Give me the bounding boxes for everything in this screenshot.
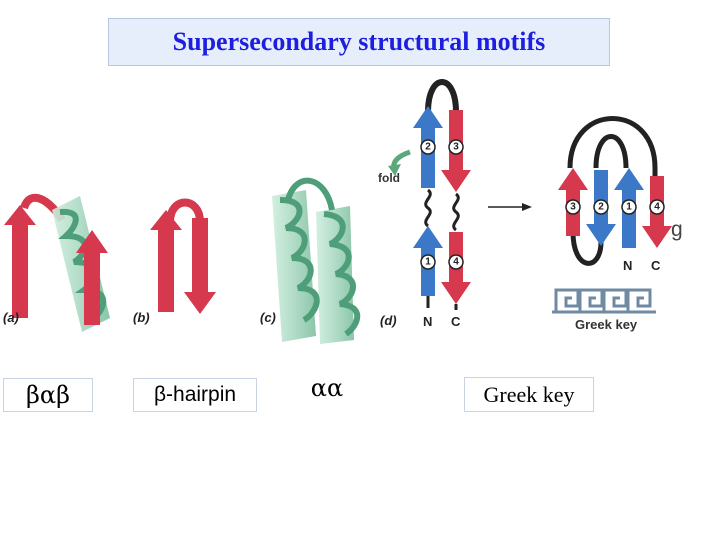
strand-num-d-2: 2 (425, 142, 431, 153)
bottom-loop (570, 231, 604, 266)
strand-num-d-3: 3 (453, 142, 459, 153)
panel-label-b: (b) (133, 310, 150, 325)
strand-b-left (150, 210, 182, 312)
caption-aa: αα (297, 370, 357, 406)
hairpin-turn (166, 198, 204, 223)
strand-num-f-1: 1 (626, 202, 632, 213)
outer-loop (567, 116, 658, 196)
strand-num-f-4: 4 (654, 202, 660, 213)
caption-hairpin: β-hairpin (133, 378, 257, 412)
helix-c-left (279, 197, 320, 323)
linker-d-right (452, 192, 460, 232)
cylinder-c-left (272, 190, 316, 342)
strand-num-d-1: 1 (425, 257, 431, 268)
linker-d-left (424, 188, 432, 228)
c-terminus-folded: C (651, 258, 661, 273)
strand-b-right (184, 218, 216, 314)
strand-a-left (4, 205, 36, 318)
strand-a-right (76, 230, 108, 325)
top-loop-d (425, 79, 459, 113)
panel-d-greek-key-folded: 3 2 1 4 N C (558, 116, 672, 273)
greek-key-figure-caption: Greek key (575, 317, 638, 332)
strand-num-f-2: 2 (598, 202, 604, 213)
n-terminus-folded: N (623, 258, 632, 273)
fold-label: fold (378, 171, 400, 185)
caption-bab: βαβ (3, 378, 93, 412)
n-terminus-d: N (423, 314, 432, 329)
panel-label-d: (d) (380, 313, 397, 328)
transform-arrow-icon (488, 203, 532, 211)
helix-c-right (323, 211, 361, 337)
greek-key-pattern-icon (552, 288, 656, 314)
helix-c-turn (285, 177, 335, 211)
panel-label-a: (a) (3, 310, 19, 325)
caption-greek-key: Greek key (464, 377, 594, 412)
panel-label-c: (c) (260, 310, 276, 325)
stray-text-fragment: g (671, 218, 683, 241)
c-terminus-d: C (451, 314, 461, 329)
middle-loop (593, 134, 629, 169)
panel-d-greek-key-unfolded: 2 3 1 4 N C (d) fold (378, 79, 471, 329)
strand-num-d-4: 4 (453, 257, 459, 268)
panel-b-hairpin-motif: (b) (133, 198, 216, 325)
panel-c-aa-motif: (c) (260, 177, 361, 344)
cylinder-c-right (316, 206, 354, 344)
panel-a-bab-motif: (a) (3, 193, 110, 332)
title-box: Supersecondary structural motifs (108, 18, 610, 66)
strand-num-f-3: 3 (570, 202, 576, 213)
page-title: Supersecondary structural motifs (172, 27, 546, 56)
